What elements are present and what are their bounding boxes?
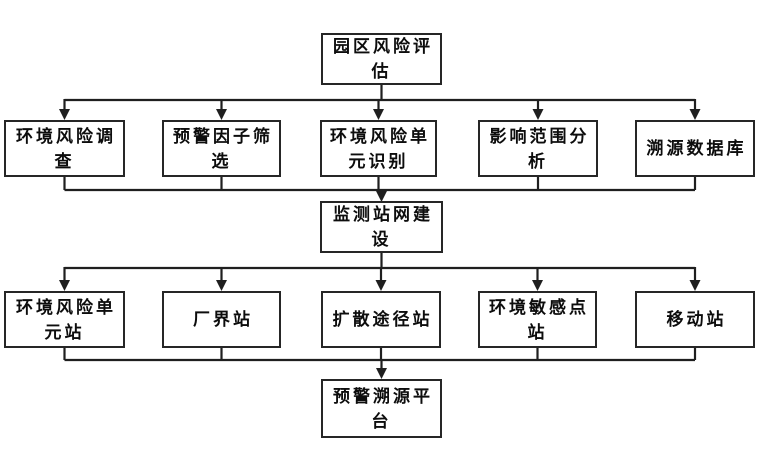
node-env-risk-unit-identification: 环境风险单 元识别 (320, 120, 437, 177)
node-label: 预警溯源平 台 (333, 386, 433, 431)
arrowhead-icon (373, 109, 384, 120)
fork-connector-level1-to-level2 (63, 85, 697, 112)
node-label: 扩散途径站 (332, 310, 433, 329)
arrowhead-icon (59, 109, 70, 120)
node-label: 厂界站 (193, 310, 253, 329)
node-label: 影响范围分 析 (489, 126, 590, 171)
node-label: 预警因子筛 选 (173, 126, 273, 171)
arrowheads (59, 109, 701, 379)
connector-strokes (63, 85, 697, 371)
arrowhead-icon (376, 191, 387, 202)
fork-connector-level3-to-level4 (63, 253, 697, 283)
arrowhead-icon (216, 280, 227, 291)
node-env-risk-survey: 环境风险调 查 (4, 120, 125, 177)
node-monitoring-network-construction: 监测站网建 设 (320, 201, 443, 253)
arrowhead-icon (59, 280, 70, 291)
node-mobile-station: 移动站 (635, 291, 755, 348)
node-label: 溯源数据库 (646, 139, 747, 158)
node-diffusion-path-station: 扩散途径站 (321, 291, 441, 348)
node-label: 环境敏感点 站 (489, 297, 589, 342)
merge-connector-level2-to-level3 (63, 177, 697, 196)
node-env-risk-unit-station: 环境风险单 元站 (4, 291, 125, 348)
node-warning-traceability-platform: 预警溯源平 台 (321, 379, 442, 438)
node-park-risk-assessment: 园区风险评 估 (321, 33, 442, 85)
node-label: 移动站 (666, 310, 727, 329)
arrowhead-icon (375, 280, 387, 291)
node-label: 环境风险单 元识别 (330, 126, 430, 171)
arrowhead-icon (376, 368, 387, 379)
node-factory-boundary-station: 厂界站 (162, 291, 281, 348)
node-label: 监测站网建 设 (333, 205, 433, 249)
arrowhead-icon (216, 109, 227, 120)
arrowhead-icon (532, 109, 544, 120)
arrowhead-icon (532, 280, 543, 291)
node-label: 园区风险评 估 (333, 37, 433, 81)
arrowhead-icon (689, 109, 701, 120)
node-warning-factor-screening: 预警因子筛 选 (162, 120, 281, 177)
node-impact-scope-analysis: 影响范围分 析 (478, 120, 598, 177)
node-traceability-database: 溯源数据库 (635, 120, 755, 177)
merge-connector-level4-to-level5 (63, 348, 697, 371)
node-label: 环境风险调 查 (16, 126, 116, 171)
arrowhead-icon (689, 280, 701, 291)
node-label: 环境风险单 元站 (16, 297, 116, 342)
node-env-sensitive-point-station: 环境敏感点 站 (478, 291, 597, 348)
